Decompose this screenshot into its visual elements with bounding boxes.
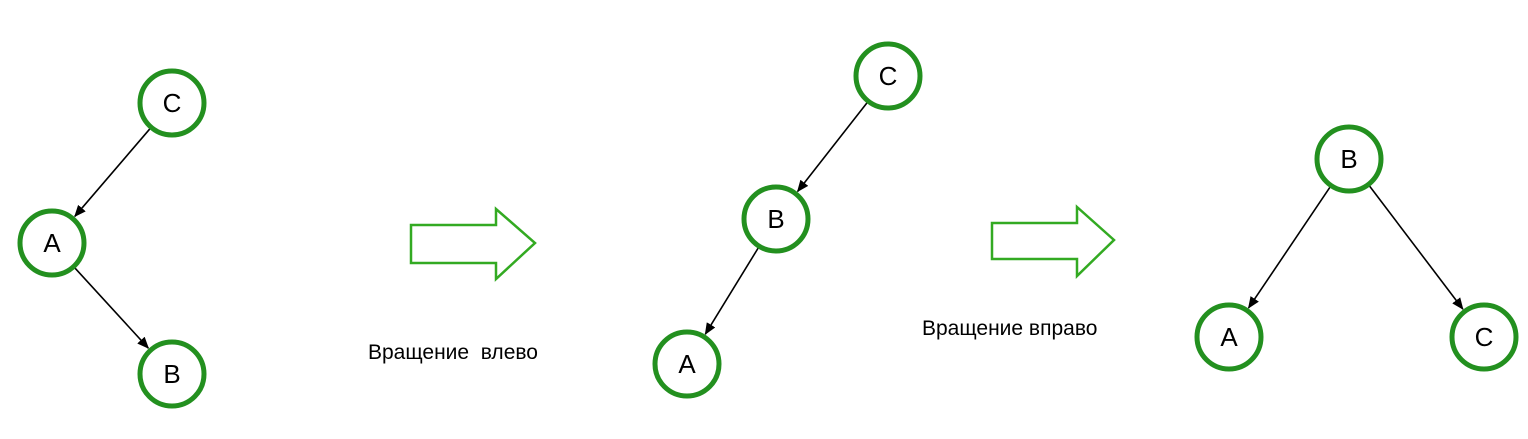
node-b: B — [741, 184, 811, 254]
transition-left-rotation: Вращение влево — [368, 206, 538, 364]
transition-label: Вращение вправо — [922, 317, 1097, 340]
node-a: A — [17, 208, 87, 278]
node-circle — [137, 68, 207, 138]
node-circle — [741, 184, 811, 254]
edge-c-to-a — [74, 127, 152, 218]
transition-right-rotation: Вращение вправо — [922, 204, 1116, 340]
node-label: B — [1340, 144, 1357, 174]
node-circle — [137, 339, 207, 409]
node-b: B — [137, 339, 207, 409]
right-arrow-icon — [990, 204, 1116, 279]
node-circle — [1194, 302, 1264, 372]
edge-c-to-b — [796, 101, 869, 193]
node-circle — [652, 329, 722, 399]
node-b: B — [1314, 124, 1384, 194]
tree-initial: C A B — [17, 68, 207, 409]
transition-label: Вращение влево — [368, 341, 538, 364]
edge-a-to-b — [73, 266, 150, 349]
node-label: C — [163, 88, 182, 118]
node-label: A — [43, 228, 61, 258]
tree-balanced: B A C — [1194, 124, 1519, 372]
node-circle — [853, 41, 923, 111]
node-a: A — [1194, 302, 1264, 372]
node-label: A — [1220, 322, 1238, 352]
node-label: B — [767, 204, 784, 234]
node-c: C — [853, 41, 923, 111]
node-label: B — [163, 359, 180, 389]
edges-layer — [73, 101, 1464, 349]
node-circle — [17, 208, 87, 278]
node-c: C — [1449, 302, 1519, 372]
edge-b-to-c — [1368, 184, 1464, 310]
node-circle — [1449, 302, 1519, 372]
node-label: A — [678, 349, 696, 379]
node-c: C — [137, 68, 207, 138]
node-circle — [1314, 124, 1384, 194]
node-label: C — [1475, 322, 1494, 352]
node-label: C — [879, 61, 898, 91]
edge-b-to-a — [704, 246, 760, 336]
tree-after-left-rotation: C B A — [652, 41, 923, 399]
right-arrow-icon — [409, 206, 537, 282]
node-a: A — [652, 329, 722, 399]
edge-b-to-a — [1247, 185, 1332, 309]
